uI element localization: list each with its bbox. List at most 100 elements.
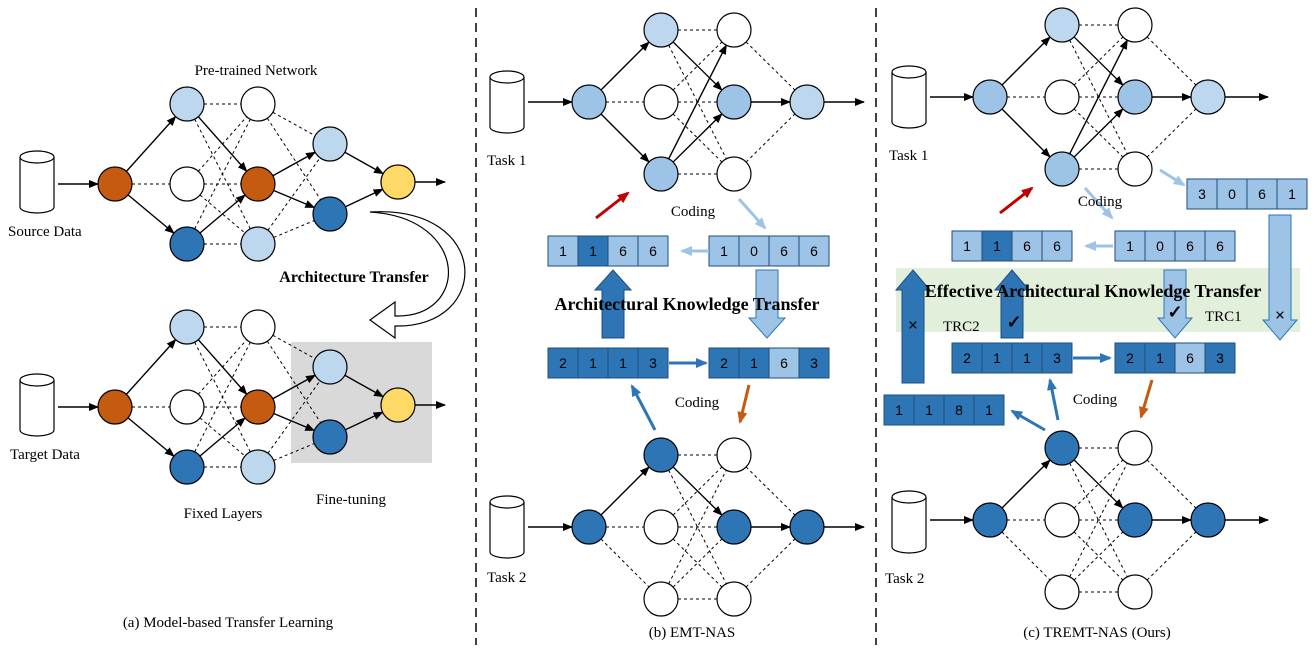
solid-edge bbox=[1073, 36, 1124, 86]
code-cell-value: 1 bbox=[589, 355, 597, 371]
code-cell-value: 6 bbox=[1186, 238, 1194, 254]
database-icon bbox=[489, 502, 525, 559]
code-cell-value: 6 bbox=[1258, 186, 1266, 202]
code-cell-value: 6 bbox=[810, 243, 818, 259]
solid-edge bbox=[127, 194, 175, 234]
network-node bbox=[1117, 574, 1153, 610]
code-cell bbox=[547, 235, 579, 267]
code-cell-value: 2 bbox=[720, 355, 728, 371]
network-node bbox=[312, 196, 348, 232]
code-cell bbox=[1011, 342, 1043, 374]
network-node bbox=[240, 226, 276, 262]
dashed-edge bbox=[272, 334, 316, 360]
dashed-edge bbox=[1001, 531, 1051, 581]
solid-edge bbox=[273, 189, 316, 209]
input-node bbox=[97, 389, 133, 425]
network-nodes bbox=[97, 7, 1226, 617]
code-cell-value: 1 bbox=[895, 402, 903, 418]
new-code-arrow-task2-c bbox=[1010, 409, 1046, 432]
database-top bbox=[19, 373, 55, 387]
code-cell bbox=[1144, 342, 1176, 374]
code-cell-value: 1 bbox=[589, 243, 597, 259]
dashed-edge bbox=[745, 538, 796, 588]
network-node bbox=[643, 581, 679, 617]
dashed-edge bbox=[267, 157, 321, 231]
database-top bbox=[19, 150, 55, 164]
code-cell bbox=[1011, 230, 1043, 262]
code-cell bbox=[1204, 342, 1236, 374]
network-node bbox=[643, 12, 679, 48]
network-node bbox=[643, 509, 679, 545]
code-cell bbox=[798, 347, 830, 379]
solid-edge bbox=[125, 115, 177, 172]
network-node bbox=[716, 84, 752, 120]
code-cell-value: 1 bbox=[1288, 186, 1296, 202]
code-cell bbox=[1114, 342, 1146, 374]
code-cell bbox=[738, 347, 770, 379]
encode-arrow-task2-b bbox=[630, 384, 657, 431]
architecture-transfer-label: Architecture Transfer bbox=[279, 269, 428, 286]
source-data-label: Source Data bbox=[8, 224, 82, 240]
dashed-edge bbox=[267, 380, 321, 454]
network-node bbox=[169, 389, 205, 425]
red-arrow-b bbox=[595, 191, 630, 220]
transfer-arrows bbox=[593, 214, 1299, 384]
network-node bbox=[240, 166, 276, 202]
coding-bottom-c: Coding bbox=[1073, 392, 1118, 408]
code-cell bbox=[1041, 342, 1073, 374]
effective-transfer-region bbox=[896, 268, 1300, 332]
solid-edge bbox=[345, 411, 384, 431]
cross-mark-trc1: × bbox=[1275, 305, 1285, 325]
encode-arrow-task1-c bbox=[1083, 186, 1114, 220]
network-node bbox=[716, 437, 752, 473]
solid-edge bbox=[1001, 108, 1051, 158]
trc1-label: TRC1 bbox=[1205, 309, 1242, 325]
solid-edge bbox=[272, 151, 317, 177]
network-node bbox=[1117, 79, 1153, 115]
code-cell bbox=[1276, 178, 1308, 210]
solid-edge bbox=[125, 338, 177, 395]
network-node bbox=[1117, 430, 1153, 466]
trc2-accepted-arrow bbox=[993, 269, 1031, 339]
output-node bbox=[789, 509, 825, 545]
solid-edge bbox=[344, 151, 385, 175]
code-cell-value: 1 bbox=[1023, 350, 1031, 366]
code-cell-value: 3 bbox=[649, 355, 657, 371]
code-cell-value: 6 bbox=[1023, 238, 1031, 254]
task1-label-b: Task 1 bbox=[487, 153, 526, 169]
code-cell-value: 3 bbox=[1198, 186, 1206, 202]
dashed-edge bbox=[745, 41, 796, 91]
network-node bbox=[716, 509, 752, 545]
input-node bbox=[571, 509, 607, 545]
check-mark-trc1: ✓ bbox=[1167, 302, 1182, 322]
network-node bbox=[643, 156, 679, 192]
network-node bbox=[1044, 151, 1080, 187]
dashed-edge bbox=[1146, 108, 1197, 158]
network-node bbox=[1044, 79, 1080, 115]
dashed-edge bbox=[1146, 36, 1197, 86]
dashed-edge bbox=[194, 118, 251, 230]
code-cell-value: 1 bbox=[559, 243, 567, 259]
database-icon bbox=[891, 497, 927, 554]
dashed-edge bbox=[745, 113, 796, 163]
solid-edge bbox=[1001, 459, 1051, 509]
code-cell bbox=[981, 342, 1013, 374]
code-cell-value: 3 bbox=[1053, 350, 1061, 366]
trc2-rejected-arrow bbox=[894, 269, 932, 384]
code-cell bbox=[637, 235, 669, 267]
solid-edge bbox=[344, 374, 385, 398]
network-node bbox=[312, 349, 348, 385]
solid-edge bbox=[672, 466, 723, 516]
code-cell-value: 6 bbox=[1053, 238, 1061, 254]
code-cell-value: 6 bbox=[1186, 350, 1194, 366]
network-node bbox=[1044, 7, 1080, 43]
solid-edge bbox=[600, 466, 650, 516]
output-node bbox=[380, 164, 416, 200]
database-top bbox=[891, 65, 927, 79]
